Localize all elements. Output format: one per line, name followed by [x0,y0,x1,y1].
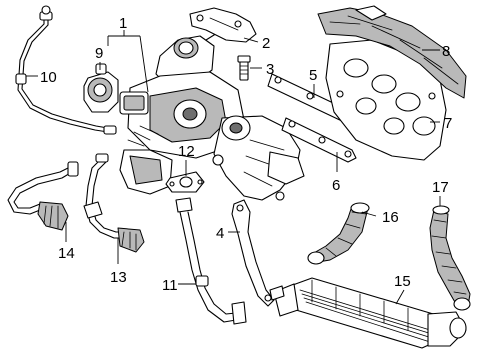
part-14-coolant-hose [7,161,79,231]
part-10-oil-feed-line [15,5,117,135]
callout-5: 5 [309,67,317,84]
callout-6: 6 [332,177,340,194]
part-3-stud [237,55,251,81]
part-2-heat-shield-bracket [189,7,257,43]
callout-17: 17 [432,179,449,196]
callout-4: 4 [216,225,224,242]
callout-8: 8 [442,43,450,60]
part-6-manifold-gasket-lower [281,117,357,163]
callout-15: 15 [394,273,411,290]
callout-7: 7 [444,115,452,132]
callout-11: 11 [162,277,178,294]
part-11-oil-return-pipe [175,197,247,325]
callout-10: 10 [40,69,57,86]
callout-labels: 1 2 3 4 5 6 7 8 9 10 11 12 13 14 15 16 1… [40,15,452,294]
callout-14: 14 [58,245,75,262]
part-12-gasket [165,171,205,193]
part-17-charge-air-hose [429,205,471,311]
callout-16: 16 [382,209,399,226]
callout-13: 13 [110,269,127,286]
part-7-exhaust-manifold-plate [325,39,447,161]
leader-lines [26,30,441,305]
callout-3: 3 [266,61,274,78]
part-13-coolant-line [83,153,145,253]
part-4-support-bracket [231,199,275,307]
part-1-turbocharger [119,25,305,201]
callout-12: 12 [178,143,195,160]
callout-1: 1 [119,15,127,32]
callout-9: 9 [95,45,103,62]
callout-2: 2 [262,35,270,52]
part-16-charge-air-hose [307,202,370,265]
part-15-intercooler [269,277,467,349]
part-8-heat-shield [317,5,467,99]
part-9-wastegate-actuator [83,63,119,113]
